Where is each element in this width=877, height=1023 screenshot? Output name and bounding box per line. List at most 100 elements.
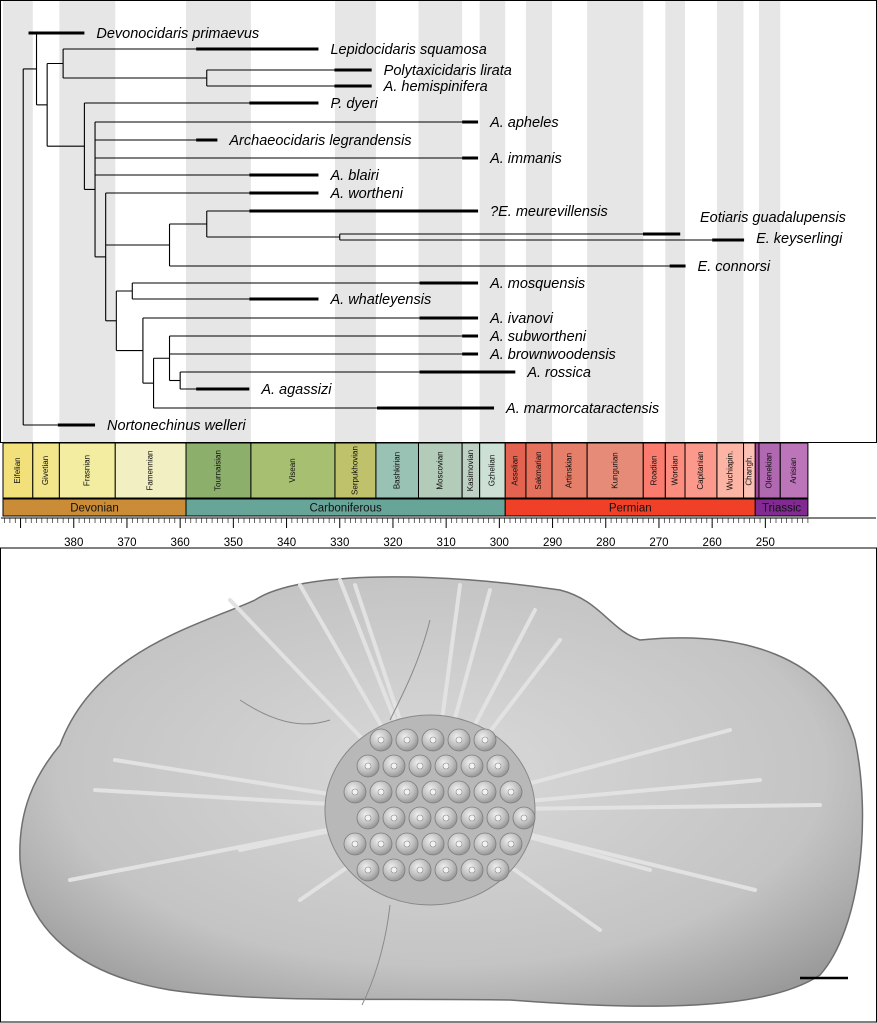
tubercle-boss — [351, 840, 359, 848]
tubercle-boss — [494, 762, 502, 770]
echinoid-tubercles — [343, 728, 536, 882]
taxon-label-a-blairi: A. blairi — [329, 168, 379, 184]
stage-stripe — [587, 1, 644, 442]
axis-tick-label: 260 — [703, 537, 722, 549]
tubercle-boss — [403, 840, 411, 848]
stage-label: Frasnian — [82, 455, 91, 486]
taxon-label-polytaxicidaris: Polytaxicidaris lirata — [384, 63, 512, 79]
tubercle-boss — [442, 866, 450, 874]
stage-stripe — [716, 1, 744, 442]
tubercle-boss — [494, 814, 502, 822]
tubercle-boss — [377, 736, 385, 744]
stage-box-visean — [250, 442, 336, 499]
period-label: Triassic — [762, 503, 801, 515]
axis-tick-label: 250 — [756, 537, 775, 549]
stage-box-kungurian — [586, 442, 644, 499]
stage-label: Moscovian — [435, 451, 444, 489]
tubercle-boss — [429, 736, 437, 744]
stage-stripe — [665, 1, 686, 442]
tubercle-boss — [468, 814, 476, 822]
tubercle-boss — [455, 840, 463, 848]
axis-tick-label: 310 — [437, 537, 456, 549]
tubercle-boss — [429, 840, 437, 848]
stage-label: Roadian — [649, 456, 658, 486]
taxon-label-a-brownwoodensis: A. brownwoodensis — [489, 347, 616, 363]
stage-box-givetian — [32, 442, 60, 499]
taxon-label-a-marmorcataractensis: A. marmorcataractensis — [505, 401, 659, 417]
period-box-triassic — [754, 498, 809, 517]
taxon-label-a-immanis: A. immanis — [489, 151, 562, 167]
axis-tick-label: 360 — [171, 537, 190, 549]
stage-label: Wuchiapin. — [725, 451, 734, 490]
stage-box-induan — [754, 442, 760, 499]
stage-stripe — [479, 1, 506, 442]
tubercle-boss — [364, 866, 372, 874]
tubercle-boss — [364, 814, 372, 822]
taxon-label-a-agassizi: A. agassizi — [260, 382, 332, 398]
taxon-label-a-ivanovi: A. ivanovi — [489, 311, 554, 327]
tubercle-boss — [442, 762, 450, 770]
stage-box-gzhelian — [479, 442, 506, 499]
taxon-label-a-hemispinifera: A. hemispinifera — [383, 79, 488, 95]
axis-tick-label: 280 — [596, 537, 615, 549]
tubercle-boss — [520, 814, 528, 822]
taxon-label-e-keyserlingi: E. keyserlingi — [756, 231, 843, 247]
stage-label: Eifelian — [13, 457, 22, 483]
tubercle-boss — [390, 762, 398, 770]
stage-label: Kasimovian — [466, 450, 475, 491]
stage-box-serpukhovian — [334, 442, 377, 499]
taxon-label-archaeocidaris-legrandensis: Archaeocidaris legrandensis — [228, 133, 411, 149]
slab-cracks — [239, 619, 431, 1006]
stage-box-frasnian — [58, 442, 116, 499]
tubercle-boss — [442, 814, 450, 822]
stage-stripe — [59, 1, 116, 442]
tubercle-boss — [390, 866, 398, 874]
tubercle-boss — [364, 762, 372, 770]
tubercle-boss — [481, 736, 489, 744]
tubercle-boss — [351, 788, 359, 796]
taxon-label-a-apheles: A. apheles — [489, 115, 559, 131]
stage-label: Artinskian — [565, 453, 574, 488]
stage-label: Changh. — [745, 455, 754, 485]
axis-tick-label: 300 — [490, 537, 509, 549]
axis-tick-label: 380 — [64, 537, 83, 549]
tubercle-boss — [390, 814, 398, 822]
stage-label: Asselian — [511, 455, 520, 485]
taxon-label-e-connorsi: E. connorsi — [698, 259, 771, 275]
stage-label: Bashkirian — [392, 452, 401, 489]
taxon-label-lepidocidaris: Lepidocidaris squamosa — [330, 42, 486, 58]
taxon-label-a-rossica: A. rossica — [526, 365, 591, 381]
stage-box-sakmarian — [525, 442, 553, 499]
stage-label: Anisian — [789, 457, 798, 483]
taxon-label-e-meurevillensis: ?E. meurevillensis — [490, 204, 608, 220]
stage-box-capitanian — [684, 442, 718, 499]
stage-box-moscovian — [417, 442, 463, 499]
taxon-label-a-whatleyensis: A. whatleyensis — [329, 292, 431, 308]
tubercle-boss — [455, 736, 463, 744]
tubercle-boss — [481, 788, 489, 796]
axis-tick-label: 320 — [383, 537, 402, 549]
specimen-photo-panel — [0, 547, 877, 1023]
axis-tick-label: 270 — [649, 537, 668, 549]
axis-tick-label: 340 — [277, 537, 296, 549]
stage-box-eifelian — [2, 442, 34, 499]
stage-stripe — [758, 1, 781, 442]
stage-stripe — [186, 1, 251, 442]
tubercle-boss — [416, 762, 424, 770]
tubercle-boss — [468, 762, 476, 770]
stage-label: Gzhelian — [488, 455, 497, 487]
tubercle-boss — [429, 788, 437, 796]
tubercle-boss — [468, 866, 476, 874]
tubercle-boss — [494, 866, 502, 874]
taxon-label-a-mosquensis: A. mosquensis — [489, 276, 585, 292]
stage-stripe — [334, 1, 376, 442]
taxon-label-a-subwortheni: A. subwortheni — [489, 329, 587, 345]
tubercle-boss — [416, 866, 424, 874]
stage-label: Sakmarian — [534, 451, 543, 489]
period-label: Devonian — [70, 503, 119, 515]
axis-tick-label: 290 — [543, 537, 562, 549]
